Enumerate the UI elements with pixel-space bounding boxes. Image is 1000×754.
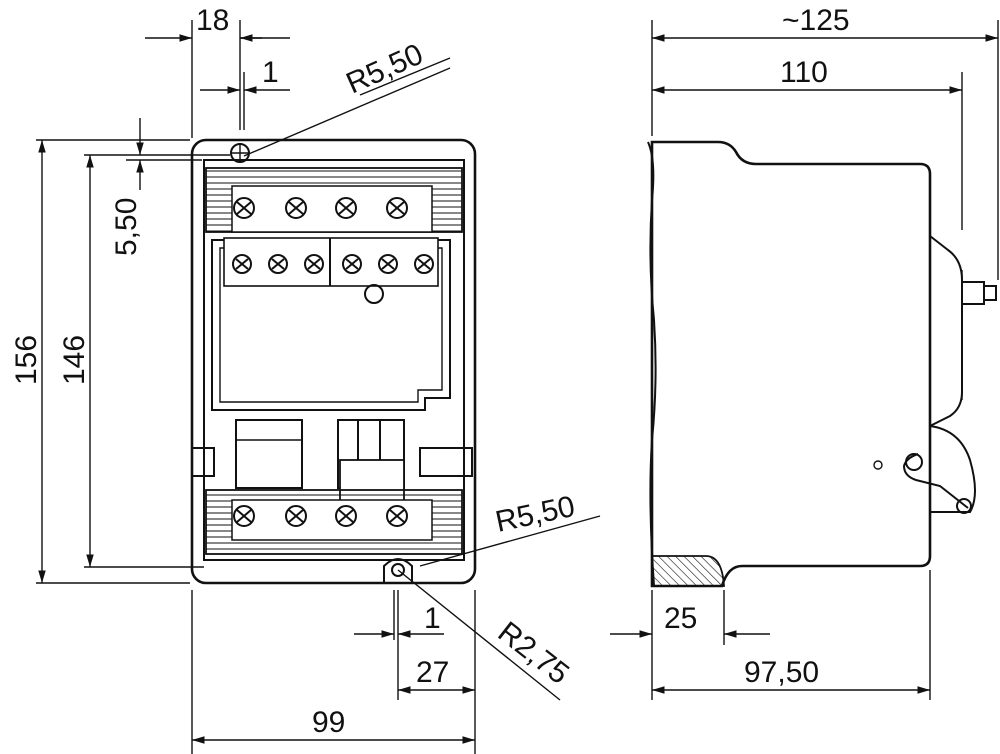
dim-side-offset: 5,50 [110, 198, 143, 256]
dim-depth-overall: ~125 [782, 4, 850, 37]
dim-bottom-radius: R5,50 [493, 490, 578, 539]
dim-rail-width: 25 [664, 602, 697, 635]
side-housing-outline [650, 140, 932, 588]
front-cavity [211, 239, 451, 411]
middle-terminal-strip [223, 237, 439, 304]
front-housing-outline [190, 138, 477, 585]
front-inner-frame [203, 159, 465, 561]
side-rail [651, 555, 725, 587]
dim-height-overall: 156 [10, 335, 43, 385]
front-view [190, 138, 477, 585]
side-handle-mechanism [873, 235, 997, 514]
side-dimensions: ~125 110 25 97,50 [610, 4, 999, 700]
dim-top-hole-offset: 1 [262, 56, 279, 89]
bottom-mounting-hole [383, 558, 413, 583]
dim-depth-front: 97,50 [744, 656, 819, 689]
dim-top-offset: 18 [196, 4, 229, 37]
dim-top-radius: R5,50 [341, 38, 428, 101]
front-dimensions: 18 1 R5,50 5,50 156 146 R5,50 R2,75 1 [10, 4, 601, 754]
dim-height-inner: 146 [58, 335, 91, 385]
top-terminal-block [205, 167, 463, 233]
dim-bottom-hole-offset: 1 [424, 602, 441, 635]
dim-depth-body: 110 [780, 56, 828, 89]
dim-width-overall: 99 [312, 706, 345, 739]
dim-bottom-offset: 27 [416, 656, 449, 689]
top-mounting-hole [230, 143, 250, 163]
side-view [647, 140, 997, 588]
bottom-terminal-block [205, 489, 463, 555]
